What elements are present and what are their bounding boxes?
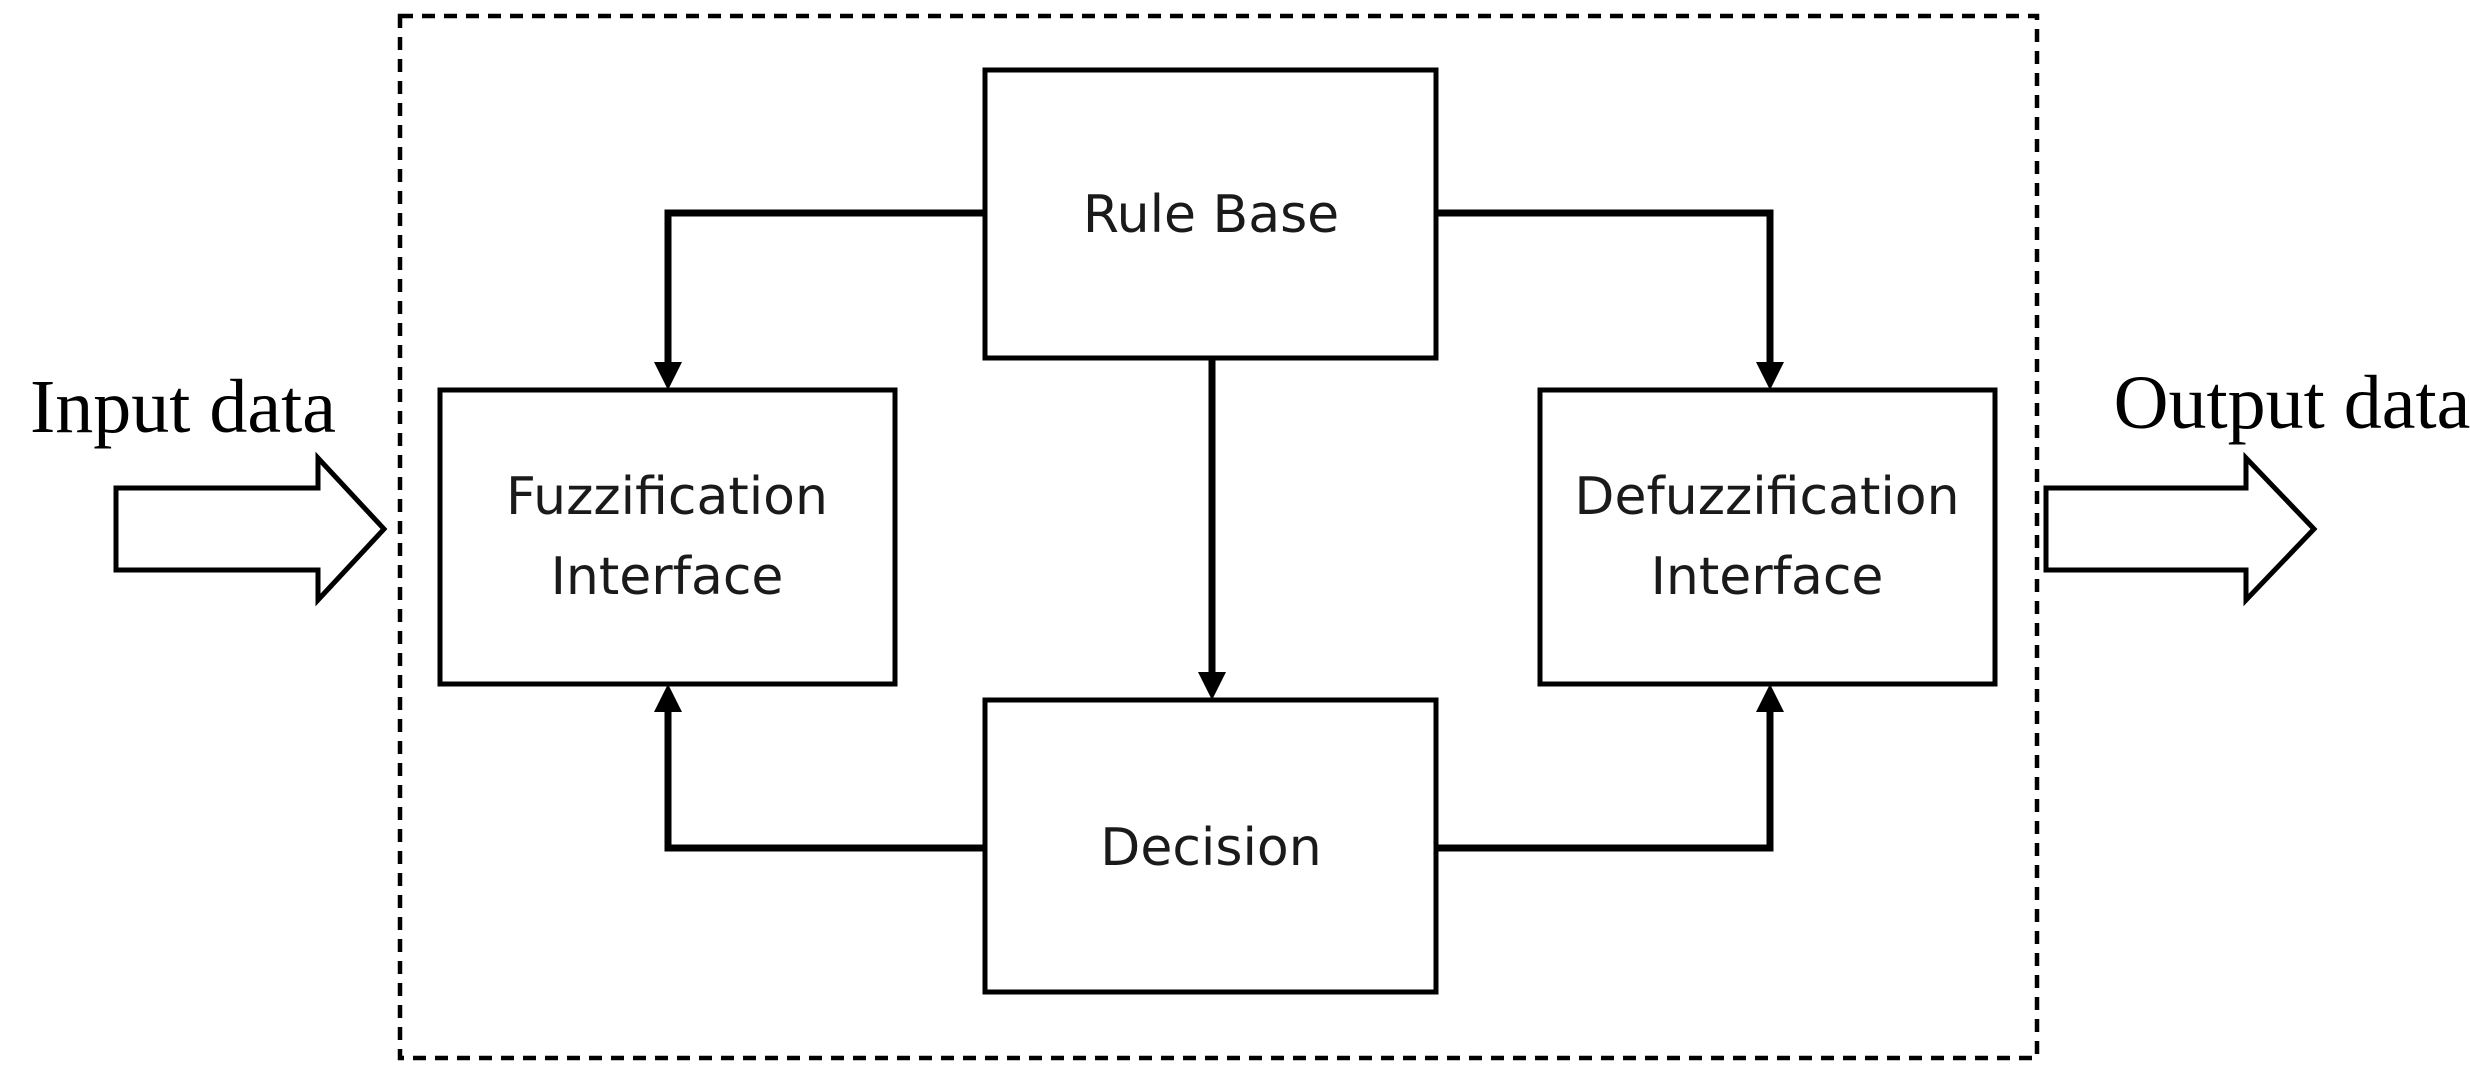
decision-box [982,697,1439,995]
fuzzification-interface-node: Fuzzification Interface [437,387,898,687]
system-boundary [397,13,2040,1061]
edge-rulebase-to-fuzzification [664,209,985,366]
arrowhead-into-defuzzification-top [1756,362,1784,390]
arrowhead-into-decision [1198,672,1226,700]
input-data-label: Input data [30,365,336,449]
arrowhead-into-fuzzification-bottom [654,684,682,712]
edge-decision-to-defuzzification [1436,708,1774,852]
edge-rulebase-to-defuzzification [1436,209,1774,366]
defuzzification-interface-box [1537,387,1998,687]
decision-node: Decision [982,697,1439,995]
fuzzification-label-line-1: Fuzzification [506,467,828,527]
output-data-label: Output data [2114,361,2470,445]
rule-base-box [982,67,1439,361]
arrowhead-into-fuzzification-top [654,362,682,390]
decision-label: Decision [1100,818,1321,878]
defuzzification-label-line-2: Interface [1651,547,1884,607]
edge-decision-to-fuzzification [664,708,985,852]
defuzzification-label-line-1: Defuzzification [1574,467,1959,527]
defuzzification-interface-node: Defuzzification Interface [1537,387,1998,687]
rule-base-node: Rule Base [982,67,1439,361]
rule-base-label: Rule Base [1083,185,1339,245]
output-arrow [2043,451,2318,607]
arrowhead-into-defuzzification-bottom [1756,684,1784,712]
input-arrow [113,451,388,607]
fuzzification-label-line-2: Interface [551,547,784,607]
fuzzification-interface-box [437,387,898,687]
